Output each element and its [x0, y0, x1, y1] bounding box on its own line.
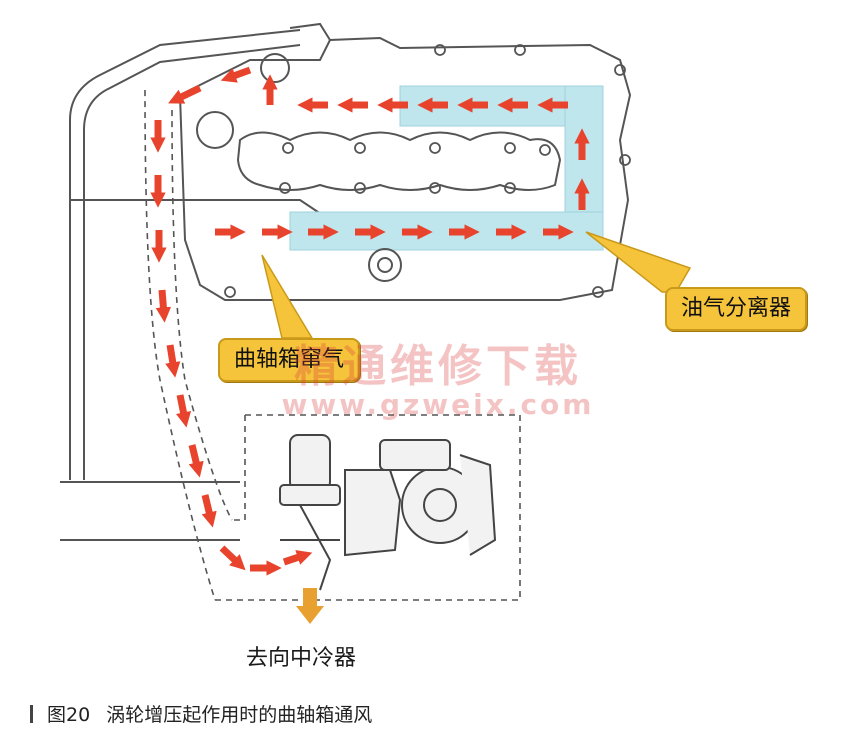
bolt-holes — [224, 44, 631, 298]
to-intercooler-label: 去向中冷器 — [246, 646, 357, 671]
frame-lines — [60, 29, 361, 541]
flow-arrows — [150, 66, 590, 576]
flow-arrow — [188, 444, 204, 478]
crankcase-blowby-label: 曲轴箱窜气 — [218, 338, 361, 382]
figure-number: 图20 — [47, 704, 91, 726]
cylinder-head-outline — [178, 22, 632, 301]
caption-text: 涡轮增压起作用时的曲轴箱通风 — [106, 704, 373, 726]
dashed-channels — [144, 89, 521, 601]
flow-arrow — [168, 84, 202, 104]
figure-caption: 图20 涡轮增压起作用时的曲轴箱通风 — [30, 700, 372, 727]
oil-separator-highlight — [289, 85, 604, 251]
flow-arrow — [175, 394, 192, 428]
turbocharger — [279, 434, 497, 591]
flow-arrow — [201, 494, 217, 528]
flow-arrow — [165, 344, 181, 378]
flow-arrow — [220, 66, 252, 83]
down-arrow-icon — [296, 588, 324, 624]
oil-separator-label: 油气分离器 — [665, 287, 808, 331]
flow-arrow — [155, 289, 172, 323]
flow-arrow — [282, 550, 313, 566]
callout-pointers — [261, 231, 692, 339]
caption-bar — [30, 705, 33, 723]
flow-arrow — [219, 545, 246, 571]
